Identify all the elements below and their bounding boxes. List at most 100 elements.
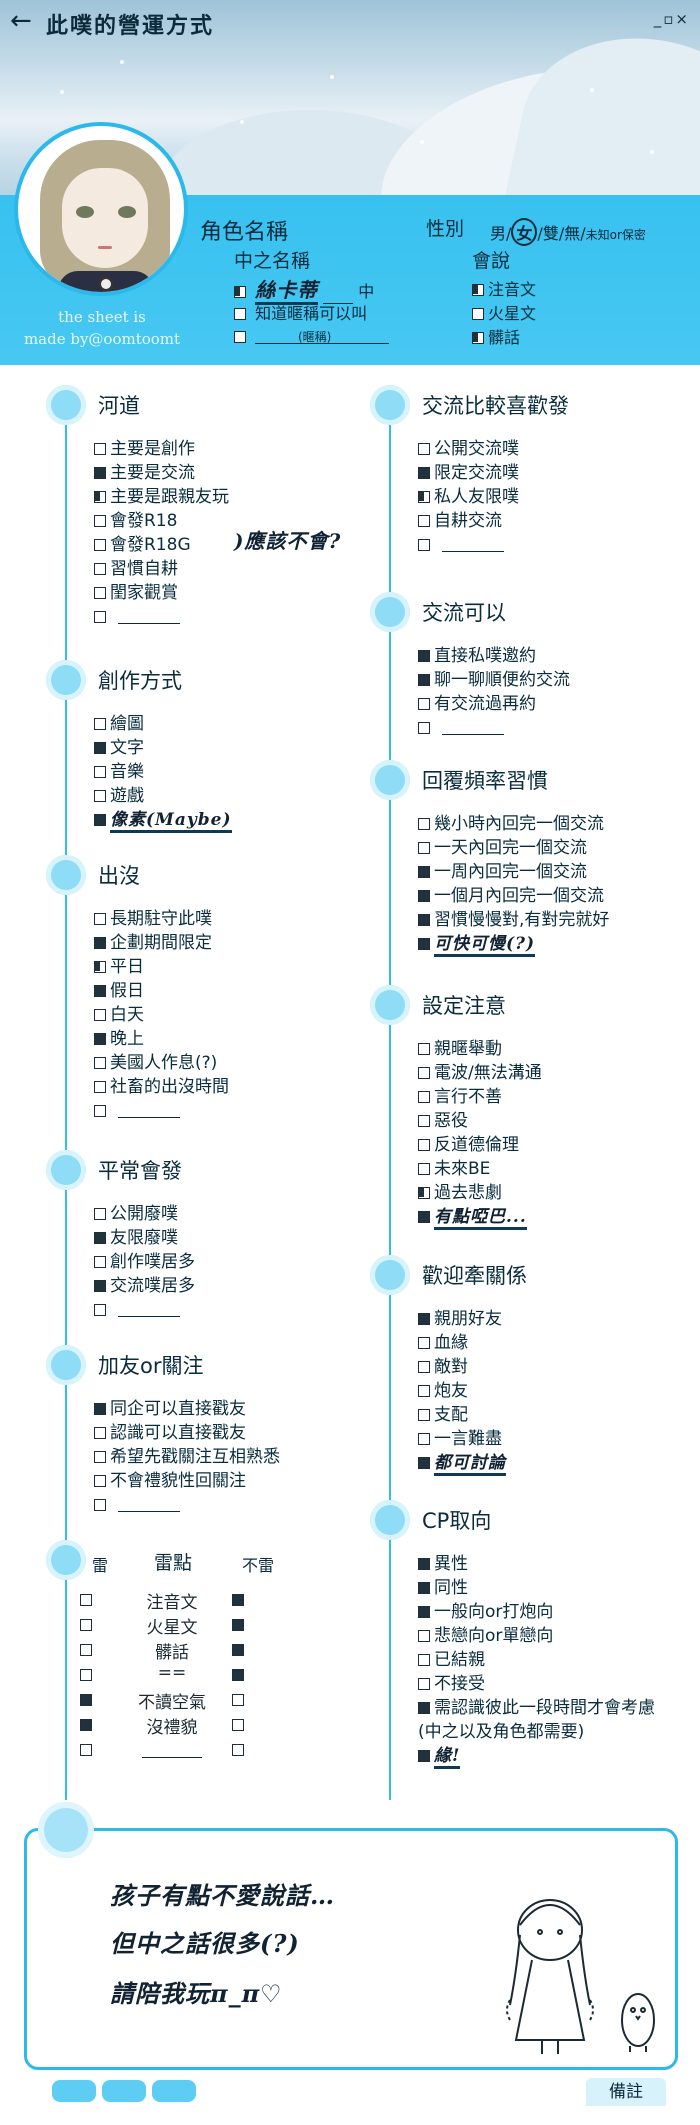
checkbox[interactable] — [418, 1630, 430, 1642]
checkbox[interactable] — [418, 1211, 430, 1223]
checklist-item[interactable]: 一天內回完一個交流 — [418, 836, 690, 860]
gender-male[interactable]: 男 — [490, 224, 507, 243]
checkbox[interactable] — [94, 491, 106, 503]
checkbox[interactable] — [94, 742, 106, 754]
speak-checkbox[interactable] — [472, 308, 484, 320]
checklist-item[interactable]: 電波/無法溝通 — [418, 1061, 690, 1085]
lei-checkbox[interactable] — [80, 1619, 92, 1631]
checkbox[interactable] — [418, 674, 430, 686]
checkbox[interactable] — [418, 1409, 430, 1421]
nickname-checkbox[interactable] — [234, 331, 246, 343]
checklist-item[interactable]: 已結親 — [418, 1648, 690, 1672]
gender-female[interactable]: 女 — [511, 218, 538, 246]
checklist-item[interactable]: 會發R18G — [94, 533, 366, 557]
checklist-item[interactable]: 一般向or打炮向 — [418, 1600, 690, 1624]
checkbox[interactable] — [94, 937, 106, 949]
checklist-item[interactable]: 創作噗居多 — [94, 1250, 366, 1274]
checklist-item[interactable]: 主要是跟親友玩 — [94, 485, 366, 509]
checklist-item[interactable]: 同企可以直接戳友 — [94, 1397, 366, 1421]
checklist-item[interactable]: 需認識彼此一段時間才會考慮 — [418, 1696, 690, 1720]
checkbox[interactable] — [418, 1091, 430, 1103]
checklist-item[interactable]: 公開廢噗 — [94, 1202, 366, 1226]
blank-field[interactable] — [118, 1494, 180, 1512]
speak-checkbox[interactable] — [472, 284, 484, 296]
checklist-item[interactable]: 不接受 — [418, 1672, 690, 1696]
checklist-item[interactable]: 都可討論 — [418, 1451, 690, 1476]
bulei-checkbox[interactable] — [232, 1744, 244, 1756]
bulei-checkbox[interactable] — [232, 1594, 244, 1606]
checklist-item[interactable]: 言行不善 — [418, 1085, 690, 1109]
blank-field[interactable] — [118, 1299, 180, 1317]
checkbox[interactable] — [94, 1256, 106, 1268]
checkbox[interactable] — [94, 443, 106, 455]
checkbox[interactable] — [418, 1582, 430, 1594]
checkbox[interactable] — [418, 1433, 430, 1445]
checklist-item[interactable]: 悲戀向or單戀向 — [418, 1624, 690, 1648]
checkbox[interactable] — [418, 1750, 430, 1762]
checkbox[interactable] — [94, 718, 106, 730]
checkbox[interactable] — [94, 563, 106, 575]
checkbox[interactable] — [94, 1009, 106, 1021]
checkbox[interactable] — [418, 1163, 430, 1175]
checkbox[interactable] — [418, 1337, 430, 1349]
checkbox[interactable] — [418, 1678, 430, 1690]
checklist-item[interactable]: 一周內回完一個交流 — [418, 860, 690, 884]
checkbox[interactable] — [94, 1208, 106, 1220]
checkbox[interactable] — [418, 443, 430, 455]
checklist-item[interactable]: 平日 — [94, 955, 366, 979]
checkbox[interactable] — [94, 1280, 106, 1292]
checklist-item[interactable]: 親朋好友 — [418, 1307, 690, 1331]
checkbox[interactable] — [94, 1033, 106, 1045]
lei-blank-field[interactable] — [142, 1738, 202, 1758]
window-controls[interactable]: _▫× — [653, 10, 690, 28]
checkbox[interactable] — [418, 1457, 430, 1469]
checklist-item[interactable]: 希望先戳關注互相熟悉 — [94, 1445, 366, 1469]
checkbox[interactable] — [418, 650, 430, 662]
lei-checkbox[interactable] — [80, 1644, 92, 1656]
checkbox[interactable] — [94, 1475, 106, 1487]
blank-field[interactable] — [442, 717, 504, 735]
checklist-item[interactable]: 文字 — [94, 736, 366, 760]
checklist-item[interactable]: 支配 — [418, 1403, 690, 1427]
checkbox[interactable] — [418, 515, 430, 527]
checkbox[interactable] — [418, 1067, 430, 1079]
lei-checkbox[interactable] — [80, 1719, 92, 1731]
blank-field[interactable] — [442, 534, 504, 552]
speak-option[interactable]: 注音文 — [472, 276, 536, 300]
checklist-item[interactable]: 遊戲 — [94, 784, 366, 808]
checkbox[interactable] — [418, 1606, 430, 1618]
checkbox[interactable] — [94, 961, 106, 973]
checklist-item[interactable]: (中之以及角色都需要) — [418, 1720, 690, 1744]
checkbox[interactable] — [94, 766, 106, 778]
checklist-item[interactable]: 晚上 — [94, 1027, 366, 1051]
checklist-item[interactable]: 交流噗居多 — [94, 1274, 366, 1298]
checklist-item[interactable]: 社畜的出沒時間 — [94, 1075, 366, 1099]
page-tab-button[interactable] — [102, 2080, 146, 2102]
checklist-item[interactable]: 限定交流噗 — [418, 461, 690, 485]
nickname-ok-checkbox[interactable] — [234, 308, 246, 320]
checkbox[interactable] — [94, 611, 106, 623]
checkbox[interactable] — [418, 866, 430, 878]
checklist-item[interactable]: 同性 — [418, 1576, 690, 1600]
checkbox[interactable] — [418, 890, 430, 902]
checkbox[interactable] — [94, 814, 106, 826]
checklist-item[interactable]: 長期駐守此噗 — [94, 907, 366, 931]
gender-none[interactable]: 無 — [564, 224, 581, 243]
checklist-item[interactable]: 未來BE — [418, 1157, 690, 1181]
checkbox[interactable] — [418, 1558, 430, 1570]
checklist-item[interactable]: 公開交流噗 — [418, 437, 690, 461]
checkbox[interactable] — [418, 539, 430, 551]
speak-option[interactable]: 火星文 — [472, 300, 536, 324]
checklist-item[interactable]: 主要是交流 — [94, 461, 366, 485]
lei-checkbox[interactable] — [80, 1594, 92, 1606]
lei-checkbox[interactable] — [80, 1744, 92, 1756]
checkbox[interactable] — [94, 1451, 106, 1463]
checklist-item[interactable]: 不會禮貌性回關注 — [94, 1469, 366, 1493]
bulei-checkbox[interactable] — [232, 1619, 244, 1631]
checklist-item[interactable]: 繪圖 — [94, 712, 366, 736]
checklist-item[interactable] — [94, 1298, 366, 1322]
checklist-item[interactable]: 血緣 — [418, 1331, 690, 1355]
memo-tab[interactable]: 備註 — [586, 2078, 666, 2106]
checklist-item[interactable]: 反道德倫理 — [418, 1133, 690, 1157]
page-tab-button[interactable] — [52, 2080, 96, 2102]
